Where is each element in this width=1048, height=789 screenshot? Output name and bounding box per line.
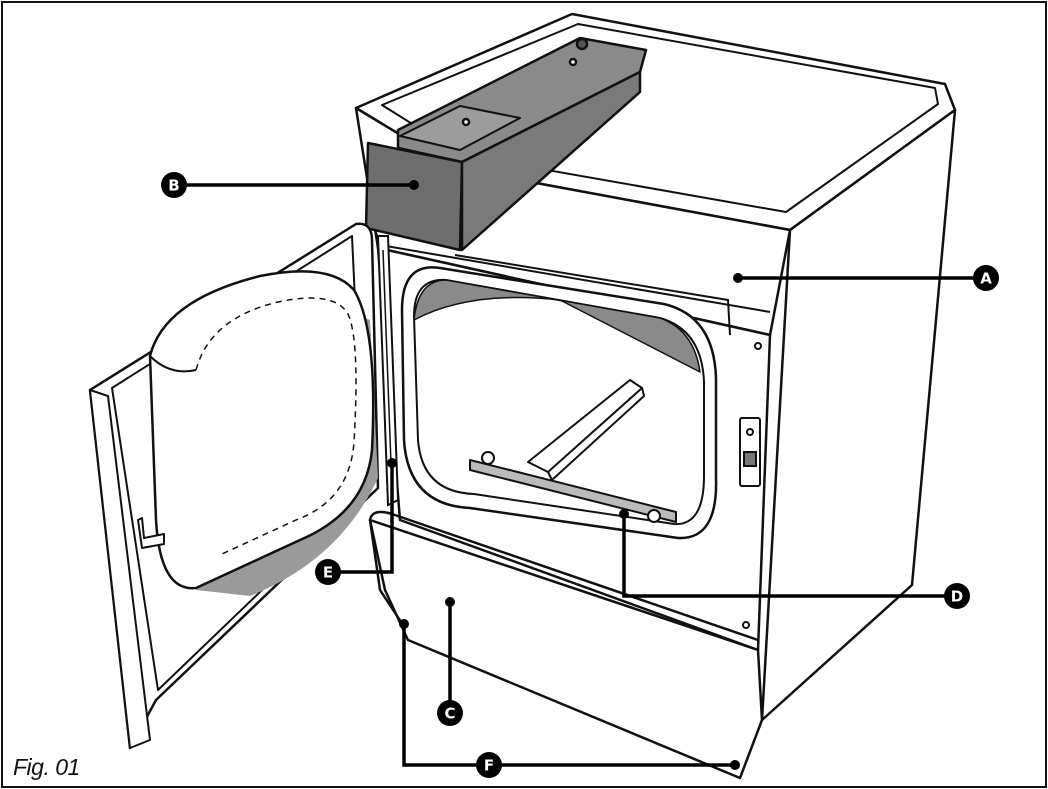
door-latch	[137, 517, 165, 549]
side-screw-upper	[754, 342, 762, 350]
leader-e	[328, 463, 394, 574]
door-opening	[400, 266, 718, 540]
console-panel-inset	[399, 105, 521, 151]
side-details	[739, 342, 762, 629]
console-side	[460, 70, 642, 252]
front-band-line	[454, 254, 731, 336]
door-edge	[89, 389, 151, 749]
kickplate	[368, 518, 764, 780]
leader-lines	[174, 183, 986, 767]
callout-label-f: F	[484, 757, 494, 775]
console-front	[364, 141, 464, 252]
leader-dots	[387, 180, 743, 770]
leader-d	[622, 514, 957, 598]
side-screw-lower	[742, 621, 750, 629]
callout-label-b: B	[168, 177, 179, 195]
callout-badge	[973, 265, 999, 291]
callout-badge	[315, 559, 341, 585]
cabinet-right-side	[760, 108, 957, 722]
figure-caption: Fig. 01	[13, 754, 80, 780]
console-knob-hole	[461, 117, 471, 127]
callout-label-d: D	[951, 588, 963, 606]
kickplate-left-edge	[368, 519, 407, 629]
callout-badge	[476, 752, 502, 778]
console-hole-right	[568, 57, 578, 67]
callout-badge	[161, 172, 187, 198]
callout-d: D	[944, 583, 970, 609]
lint-screen-lip	[469, 459, 677, 523]
callout-b: B	[161, 172, 187, 198]
callout-c: C	[437, 700, 463, 726]
leader-f	[402, 624, 735, 767]
control-console	[364, 36, 648, 252]
callout-badge	[944, 583, 970, 609]
callout-label-c: C	[444, 705, 455, 723]
callout-f: F	[476, 752, 502, 778]
callout-label-a: A	[980, 270, 992, 288]
callout-e: E	[315, 559, 341, 585]
callout-label-e: E	[323, 564, 333, 582]
callout-a: A	[973, 265, 999, 291]
callout-badge	[437, 700, 463, 726]
open-door	[88, 222, 380, 750]
drum-upper-shadow	[413, 279, 701, 373]
door-glass	[148, 270, 375, 590]
